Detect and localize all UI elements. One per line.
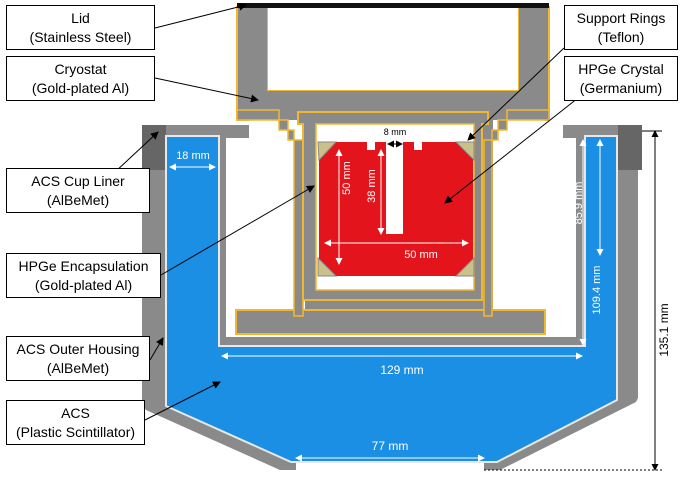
dim-crystal-width-text: 50 mm xyxy=(404,249,438,261)
support-ring-br xyxy=(454,256,475,277)
label-acs-outer-housing-name: ACS Outer Housing xyxy=(16,340,140,357)
dim-acs-bottom-text: 77 mm xyxy=(372,439,409,453)
leader-support-rings xyxy=(467,47,565,141)
leader-acs xyxy=(144,381,221,421)
crystal-bore xyxy=(386,142,403,234)
dim-gap-text: 8 mm xyxy=(384,127,407,137)
label-acs-cup-liner-material: (AlBeMet) xyxy=(46,191,110,208)
cryostat-cavity-right xyxy=(493,120,545,320)
dim-total-height-text: 135.1 mm xyxy=(657,303,671,356)
cryostat-base xyxy=(235,309,546,335)
support-ring-tl xyxy=(317,141,338,162)
label-support-rings-material: (Teflon) xyxy=(597,28,645,45)
acs-cup-liner-left xyxy=(142,125,166,170)
dim-bore-text: 38 mm xyxy=(366,169,378,203)
dim-crystal-height-text: 50 mm xyxy=(341,161,353,195)
leader-acs-outer-housing xyxy=(149,337,164,361)
label-hpge-encapsulation: HPGe Encapsulation (Gold-plated Al) xyxy=(6,253,161,298)
label-hpge-crystal-material: (Germanium) xyxy=(579,79,663,96)
label-hpge-crystal-name: HPGe Crystal xyxy=(578,60,664,77)
support-ring-bl xyxy=(317,256,338,277)
cryostat-interior xyxy=(268,7,518,90)
dim-acs-upper-text: 85.9 mm xyxy=(573,182,585,225)
label-hpge-crystal: HPGe Crystal (Germanium) xyxy=(564,56,678,101)
label-acs-name: ACS xyxy=(61,404,90,421)
leader-hpge-crystal xyxy=(444,97,579,204)
label-hpge-encapsulation-name: HPGe Encapsulation xyxy=(18,257,149,274)
leader-lid xyxy=(154,2,247,29)
label-lid-material: (Stainless Steel) xyxy=(29,28,132,45)
label-cryostat-name: Cryostat xyxy=(54,60,107,77)
cryostat-wall-left xyxy=(236,109,304,317)
label-hpge-encapsulation-material: (Gold-plated Al) xyxy=(34,276,133,293)
lid xyxy=(237,3,549,8)
dim-acs-inner-width-text: 129 mm xyxy=(380,363,423,377)
label-lid-name: Lid xyxy=(71,9,90,26)
label-lid: Lid (Stainless Steel) xyxy=(6,5,155,50)
label-acs-outer-housing-material: (AlBeMet) xyxy=(46,359,110,376)
dim-acs-wall-text: 18 mm xyxy=(176,150,210,162)
support-ring-tr xyxy=(454,141,475,162)
leader-cryostat xyxy=(154,77,259,103)
dim-acs-inner-text: 109.4 mm xyxy=(591,266,603,315)
label-cryostat: Cryostat (Gold-plated Al) xyxy=(6,56,155,101)
label-acs-material: (Plastic Scintillator) xyxy=(15,423,136,440)
cryostat-wall-right xyxy=(483,109,550,317)
label-acs-cup-liner-name: ACS Cup Liner xyxy=(31,172,125,189)
label-acs: ACS (Plastic Scintillator) xyxy=(6,400,145,445)
acs-cup-liner-right xyxy=(618,125,642,170)
label-acs-cup-liner: ACS Cup Liner (AlBeMet) xyxy=(6,168,150,213)
label-cryostat-material: (Gold-plated Al) xyxy=(31,79,130,96)
label-acs-outer-housing: ACS Outer Housing (AlBeMet) xyxy=(6,336,150,381)
leader-acs-cup-liner xyxy=(114,131,159,173)
leader-hpge-encapsulation xyxy=(160,185,315,276)
label-support-rings-name: Support Rings xyxy=(576,9,666,26)
label-support-rings: Support Rings (Teflon) xyxy=(564,5,678,50)
acs-scintillator xyxy=(165,135,618,463)
